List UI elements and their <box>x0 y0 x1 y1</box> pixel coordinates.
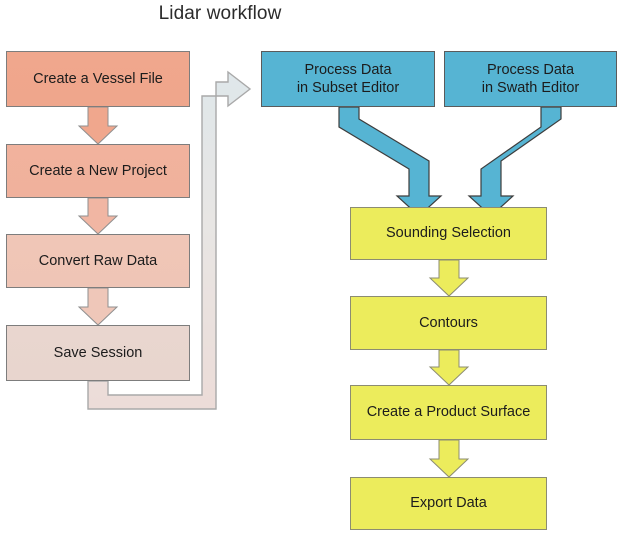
connector-sounding-to-contours <box>428 259 470 297</box>
node-export-data[interactable]: Export Data <box>350 477 547 530</box>
node-label: Create a Product Surface <box>366 404 531 421</box>
node-process-data-subset-editor[interactable]: Process Data in Subset Editor <box>261 51 435 107</box>
connector-project-to-convert <box>77 197 119 235</box>
node-label: Sounding Selection <box>386 225 511 242</box>
connector-contours-to-product-surface <box>428 349 470 386</box>
connector-vessel-to-project <box>77 106 119 145</box>
node-sounding-selection[interactable]: Sounding Selection <box>350 207 547 260</box>
node-label: Process Data in Swath Editor <box>481 61 580 96</box>
node-label: Contours <box>419 314 478 331</box>
node-save-session[interactable]: Save Session <box>6 325 190 381</box>
node-process-data-swath-editor[interactable]: Process Data in Swath Editor <box>444 51 617 107</box>
node-label: Save Session <box>53 344 143 361</box>
node-convert-raw-data[interactable]: Convert Raw Data <box>6 234 190 288</box>
node-label: Create a Vessel File <box>33 70 163 87</box>
connector-convert-to-save <box>77 287 119 326</box>
node-label: Create a New Project <box>29 162 167 179</box>
node-create-product-surface[interactable]: Create a Product Surface <box>350 385 547 440</box>
connector-product-surface-to-export <box>428 439 470 478</box>
page-title: Lidar workflow <box>158 3 282 24</box>
node-contours[interactable]: Contours <box>350 296 547 350</box>
node-create-vessel-file[interactable]: Create a Vessel File <box>6 51 190 107</box>
node-label: Convert Raw Data <box>38 252 158 269</box>
node-label: Export Data <box>410 495 487 512</box>
connector-save-to-subset-editor <box>87 70 252 410</box>
node-label: Process Data in Subset Editor <box>296 61 400 96</box>
connector-subset-editor-to-sounding <box>338 106 443 217</box>
connector-swath-editor-to-sounding <box>467 106 562 217</box>
node-create-new-project[interactable]: Create a New Project <box>6 144 190 198</box>
